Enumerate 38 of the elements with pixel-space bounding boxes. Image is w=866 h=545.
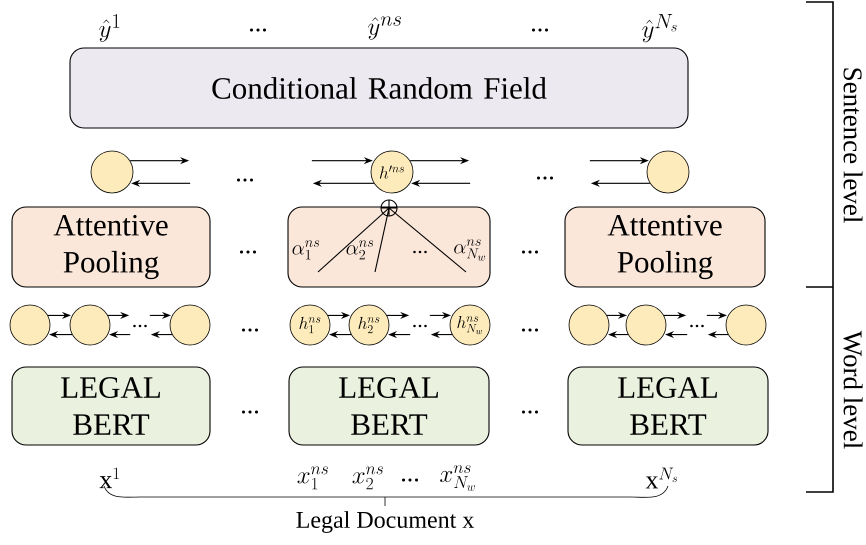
ellipsis: ...	[133, 324, 147, 328]
ellipsis: ...	[536, 176, 554, 180]
ellipsis: ...	[242, 410, 258, 414]
input-label: $\mathrm{x}^{1}$	[100, 468, 119, 488]
hidden-state-circle	[646, 150, 690, 194]
hidden-state-circle	[170, 304, 210, 346]
encoder-box: LEGAL BERT	[567, 366, 769, 446]
ellipsis: ...	[242, 328, 258, 332]
input-label: $x_{1}^{ns}$	[298, 466, 328, 490]
ellipsis: ...	[413, 250, 427, 254]
hidden-state-circle	[70, 304, 110, 346]
ellipsis: ...	[240, 250, 256, 254]
encoder-box: LEGAL BERT	[288, 366, 490, 446]
document-label: Legal Document x	[296, 511, 474, 533]
pooling-box: Attentive Pooling	[564, 206, 766, 288]
hidden-state-circle	[90, 150, 134, 194]
hidden-state-circle	[726, 304, 766, 346]
ellipsis: ...	[402, 478, 418, 482]
ellipsis: ...	[236, 178, 254, 182]
pooling-box: Attentive Pooling	[11, 206, 211, 288]
hidden-state-circle	[10, 304, 50, 346]
ellipsis: ...	[522, 250, 538, 254]
level-label: Word level	[843, 330, 863, 449]
ellipsis: ...	[690, 324, 704, 328]
ellipsis: ...	[413, 324, 427, 328]
ellipsis: ...	[522, 410, 538, 414]
level-label: Sentence level	[844, 68, 862, 223]
hidden-state-circle	[568, 304, 610, 346]
ellipsis: ...	[522, 328, 538, 332]
input-label: $x_{N_w}^{ns}$	[440, 465, 475, 491]
weight-label: $\alpha_{2}^{ns}$	[346, 240, 374, 260]
encoder-box: LEGAL BERT	[11, 366, 211, 446]
hidden-state-circle	[626, 304, 666, 346]
input-label: $\mathrm{x}^{N_s}$	[646, 468, 677, 488]
crf-box: Conditional Random Field	[69, 47, 689, 129]
weight-label: $\alpha_{1}^{ns}$	[292, 240, 320, 260]
weight-label: $\alpha_{N_w}^{ns}$	[454, 239, 486, 261]
input-label: $x_{2}^{ns}$	[352, 466, 383, 490]
